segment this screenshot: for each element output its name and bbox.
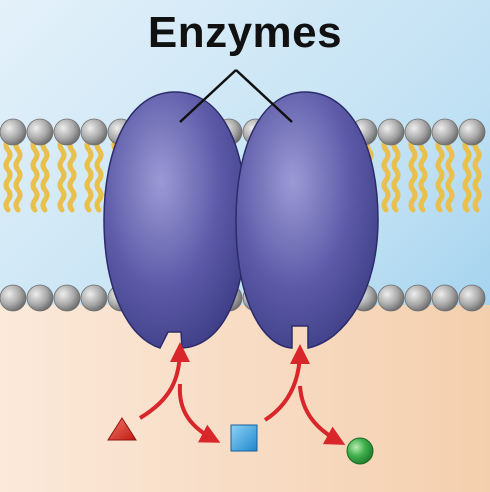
square-molecule-icon bbox=[230, 424, 258, 452]
arrow-triangle-to-enzyme-left bbox=[138, 342, 190, 420]
lipid-tail bbox=[30, 137, 40, 213]
enzyme-right bbox=[235, 91, 379, 349]
intracellular-background bbox=[0, 305, 490, 492]
circle-molecule-icon bbox=[346, 437, 374, 465]
lipid-tail bbox=[435, 137, 445, 213]
phospholipid-head bbox=[26, 118, 54, 146]
lipid-tail bbox=[94, 137, 104, 213]
label-pointer-lines bbox=[179, 69, 293, 123]
triangle-molecule-icon bbox=[107, 417, 137, 441]
phospholipid-head bbox=[458, 118, 486, 146]
arrow-square-to-enzyme-right bbox=[263, 344, 310, 422]
phospholipid-head bbox=[80, 118, 108, 146]
enzymes-label: Enzymes bbox=[147, 8, 343, 57]
lipid-tail bbox=[381, 137, 391, 213]
phospholipid-head bbox=[53, 284, 81, 312]
lipid-tail bbox=[84, 137, 94, 213]
lipid-tail bbox=[57, 137, 67, 213]
phospholipid-head bbox=[377, 284, 405, 312]
phospholipid-head bbox=[431, 284, 459, 312]
lipid-tail bbox=[418, 137, 428, 213]
arrow-enzyme-left-to-square bbox=[177, 383, 221, 443]
lipid-tail bbox=[472, 137, 482, 213]
phospholipid-head bbox=[26, 284, 54, 312]
lipid-tail bbox=[67, 137, 77, 213]
phospholipid-head bbox=[80, 284, 108, 312]
phospholipid-head bbox=[431, 118, 459, 146]
arrow-enzyme-right-to-circle bbox=[298, 385, 346, 445]
phospholipid-head bbox=[404, 284, 432, 312]
lipid-tail bbox=[408, 137, 418, 213]
phospholipid-head bbox=[0, 118, 27, 146]
phospholipid-head bbox=[53, 118, 81, 146]
lipid-tail bbox=[3, 137, 13, 213]
lipid-tail bbox=[391, 137, 401, 213]
lipid-tail bbox=[13, 137, 23, 213]
phospholipid-head bbox=[0, 284, 27, 312]
lipid-tail bbox=[40, 137, 50, 213]
phospholipid-head bbox=[377, 118, 405, 146]
lipid-tail bbox=[462, 137, 472, 213]
phospholipid-head bbox=[404, 118, 432, 146]
phospholipid-head bbox=[458, 284, 486, 312]
enzyme-left bbox=[103, 91, 247, 349]
lipid-tail bbox=[445, 137, 455, 213]
reaction-arrows bbox=[138, 342, 346, 445]
